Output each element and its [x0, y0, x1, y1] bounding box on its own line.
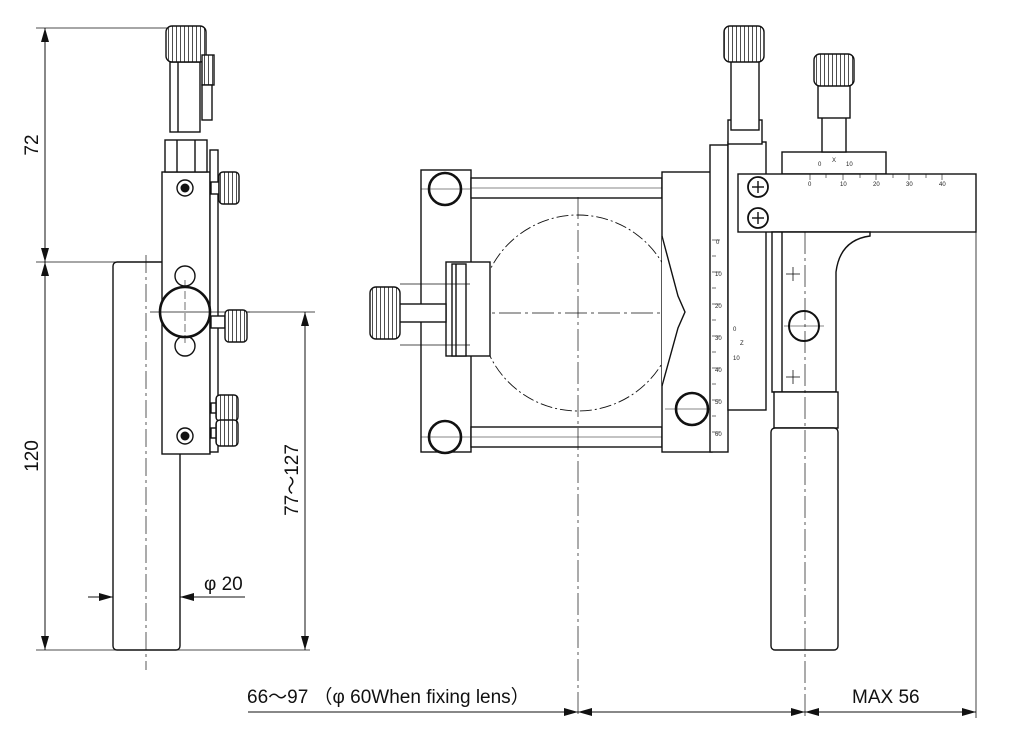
z-tick-40: 40: [715, 368, 722, 374]
x-tick-40: 40: [939, 182, 946, 188]
dim-lens-range: 66～97 （φ 60When fixing lens）: [247, 686, 530, 708]
x-tick-20: 20: [873, 182, 880, 188]
x-vernier-10: 10: [846, 162, 853, 168]
dim-phi20: φ 20: [204, 574, 243, 595]
x-tick-10: 10: [840, 182, 847, 188]
z-scale-labels: 0 10 20 30 40 50 60 0 Z 10: [715, 240, 744, 438]
z-tick-0: 0: [716, 240, 720, 246]
x-vernier-x: X: [832, 158, 836, 164]
front-view: [248, 25, 977, 718]
z-tick-60: 60: [715, 432, 722, 438]
x-scale-labels: 0 10 20 30 40 0 X 10: [808, 158, 946, 188]
z-tick-20: 20: [715, 304, 722, 310]
bracket: [771, 231, 871, 393]
x-tick-0: 0: [808, 182, 812, 188]
dim-72: 72: [22, 134, 43, 155]
dim-120: 120: [22, 440, 43, 472]
x-tick-30: 30: [906, 182, 913, 188]
z-vernier-10: 10: [733, 356, 740, 362]
x-vernier-0: 0: [818, 162, 822, 168]
z-tick-30: 30: [715, 336, 722, 342]
lower-rod: [770, 427, 839, 651]
side-view: [36, 25, 315, 670]
z-vernier-0: 0: [733, 327, 737, 333]
z-vernier-z: Z: [740, 341, 744, 347]
dim-max56: MAX 56: [852, 687, 920, 708]
z-tick-10: 10: [715, 272, 722, 278]
dim-77-127: 77～127: [282, 444, 303, 516]
z-tick-50: 50: [715, 400, 722, 406]
